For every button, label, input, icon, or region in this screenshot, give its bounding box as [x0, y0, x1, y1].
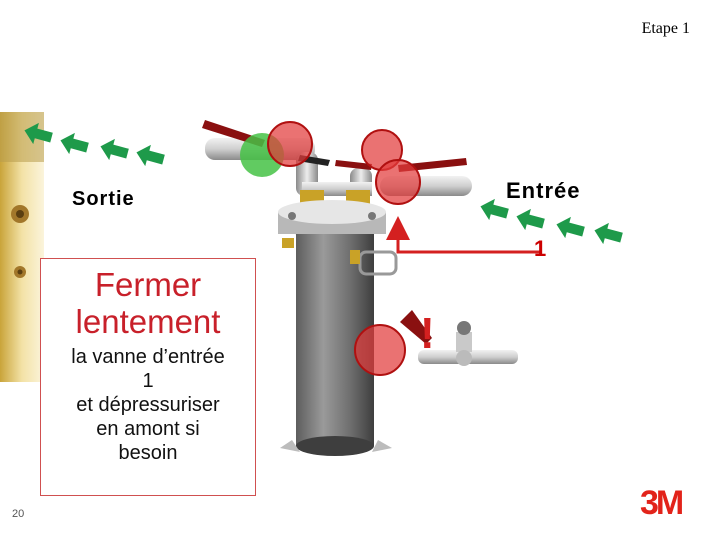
valve-closed-icon [375, 159, 421, 205]
flow-arrow-icon [24, 122, 53, 145]
inlet-flow-arrows [480, 198, 623, 245]
outlet-flow-arrows [24, 122, 165, 167]
warning-exclamation: ! [420, 309, 435, 358]
flow-arrow-icon [594, 222, 623, 245]
flow-arrow-icon [480, 198, 509, 221]
step-label: Etape 1 [641, 20, 690, 37]
inlet-label: Entrée [506, 178, 581, 203]
instruction-heading-2: lentement [75, 303, 221, 340]
brand-logo: 3M [640, 484, 684, 522]
instruction-heading-1: Fermer [94, 266, 202, 303]
outlet-label: Sortie [72, 188, 135, 210]
instruction-body: la vanne d’entrée 1 et dépressuriser en … [71, 346, 225, 464]
filter-housing [278, 200, 398, 456]
callout-arrow-icon [386, 216, 540, 254]
valve-closed-icon [354, 324, 406, 376]
instruction-box: Fermer lentement la vanne d’entrée 1 et … [40, 258, 256, 496]
flow-arrow-icon [100, 138, 129, 161]
flow-arrow-icon [516, 208, 545, 231]
flow-arrow-icon [556, 216, 585, 239]
page-number: 20 [12, 508, 25, 520]
decorative-photo-strip [0, 112, 44, 382]
flow-arrow-icon [60, 132, 89, 155]
valve-number-label: 1 [534, 236, 547, 261]
valve-closed-icon [267, 121, 313, 167]
flow-arrow-icon [136, 144, 165, 167]
